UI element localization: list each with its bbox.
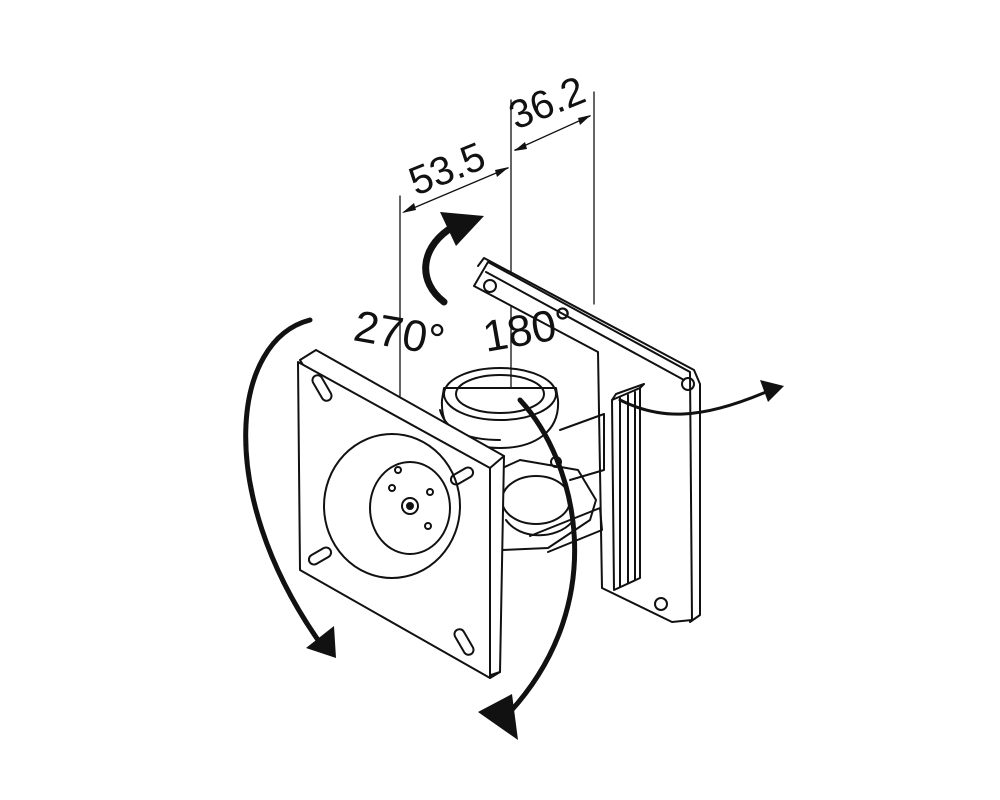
center-bolt xyxy=(401,497,419,515)
vesa-plate-edge xyxy=(489,455,505,469)
boss-hole xyxy=(388,484,396,492)
swivel-arrow-curve xyxy=(422,226,452,306)
joint-arm xyxy=(559,413,605,481)
vesa-boss-inner xyxy=(369,461,451,555)
boss-hole xyxy=(424,522,432,530)
vesa-slot xyxy=(307,546,333,566)
screw-hole xyxy=(681,377,695,391)
joint-cylinder-inner xyxy=(455,374,545,414)
joint-lower-shade xyxy=(505,519,573,537)
joint-cylinder-top xyxy=(443,367,557,421)
rotation-arrow-head xyxy=(478,694,518,740)
swivel-angle-label: 180° xyxy=(479,298,577,362)
channel-bar xyxy=(611,383,645,591)
tilt-arrow-head xyxy=(306,626,336,658)
screw-hole xyxy=(654,597,668,611)
tilt-angle-label: 270° xyxy=(350,302,448,366)
dimension-line-36-2 xyxy=(514,115,591,151)
wall-plate-inner-edge xyxy=(485,271,685,381)
screw-hole xyxy=(483,279,497,293)
channel-cap xyxy=(611,383,645,401)
vesa-slot xyxy=(449,466,475,486)
dimension-line-53-5 xyxy=(403,167,509,213)
swivel-arrow-head xyxy=(440,212,484,246)
side-arrow-head xyxy=(760,380,784,402)
boss-hole xyxy=(426,488,434,496)
center-bolt-core xyxy=(406,502,414,510)
rotation-arrow-curve xyxy=(507,397,578,715)
boss-hole xyxy=(394,466,402,474)
vesa-plate xyxy=(297,349,505,679)
vesa-boss-outer xyxy=(323,433,461,579)
dimension-lines xyxy=(399,91,595,397)
dimension-label-36-2: 36.2 xyxy=(503,68,592,138)
arrowhead xyxy=(578,115,591,125)
dimension-arrowheads xyxy=(402,115,591,213)
tilt-arrow-curve xyxy=(243,317,321,643)
rotation-arrows xyxy=(243,212,784,740)
vesa-plate-edge xyxy=(489,671,501,679)
joint-lower-body xyxy=(497,459,597,551)
arrowhead xyxy=(495,167,509,177)
arrowhead xyxy=(514,142,527,151)
vesa-slot xyxy=(453,628,475,656)
arrowhead xyxy=(402,203,416,213)
wall-plate-top-edge xyxy=(477,257,701,623)
side-arrow-curve xyxy=(618,390,768,416)
vesa-slot xyxy=(311,374,333,402)
